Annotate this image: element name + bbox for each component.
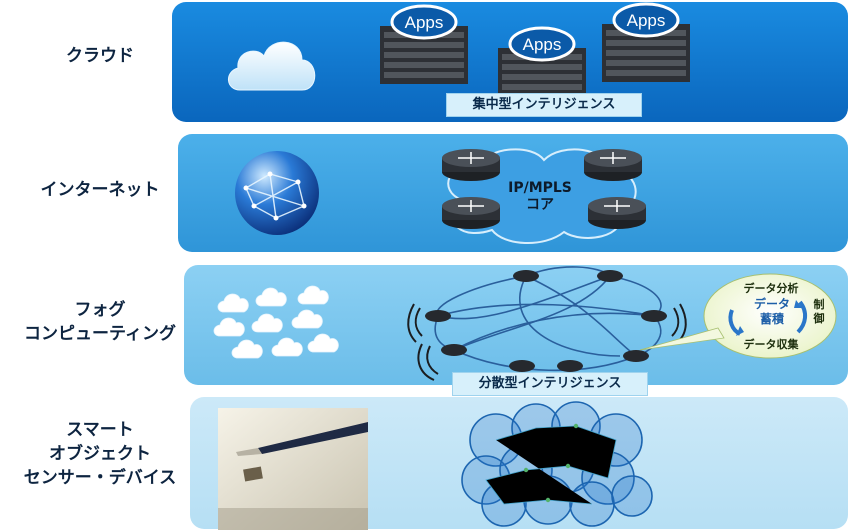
smart-layer-label: スマート オブジェクト センサー・デバイス: [0, 418, 200, 490]
data-storage-line1: データ: [753, 297, 790, 311]
cloud-icon: [228, 41, 316, 91]
router-icon-3: [442, 197, 500, 229]
data-storage-label: データ 蓄積: [742, 297, 802, 327]
distributed-intelligence-banner: 分散型インテリジェンス: [452, 372, 648, 396]
server-rack-3: Apps: [602, 2, 690, 82]
control-line1: 制: [813, 298, 825, 311]
fog-layer-label: フォグ コンピューティング: [0, 298, 200, 346]
data-collection-label: データ収集: [743, 338, 799, 351]
control-line2: 御: [813, 312, 825, 325]
apps-label-1: Apps: [405, 13, 444, 32]
smart-label-line3: センサー・デバイス: [23, 468, 177, 488]
data-analysis-label: データ分析: [743, 282, 799, 295]
data-cycle-bubble: [639, 273, 837, 359]
pen-sensor-photo: [218, 408, 368, 530]
smart-label-line2: オブジェクト: [49, 444, 151, 464]
apps-label-2: Apps: [523, 35, 562, 54]
globe-icon: [235, 151, 319, 235]
control-label: 制 御: [808, 298, 830, 326]
router-icon-2: [584, 149, 642, 181]
smart-label-line1: スマート: [66, 420, 134, 440]
router-icon-1: [442, 149, 500, 181]
sensor-mesh: [461, 401, 653, 527]
apps-label-3: Apps: [627, 11, 666, 30]
router-icon-4: [588, 197, 646, 229]
fog-clouds-icon: [213, 285, 339, 359]
mpls-core-label: IP/MPLS コア: [500, 180, 580, 214]
mpls-core-line1: IP/MPLS: [508, 180, 572, 196]
data-storage-line2: 蓄積: [759, 312, 784, 326]
mpls-core-line2: コア: [526, 197, 554, 213]
cloud-layer-label: クラウド: [66, 46, 134, 66]
server-rack-1: Apps: [380, 4, 468, 84]
centralized-intelligence-banner: 集中型インテリジェンス: [446, 93, 642, 117]
fog-label-line1: フォグ: [74, 300, 126, 320]
internet-layer-label: インターネット: [40, 180, 160, 200]
fog-label-line2: コンピューティング: [24, 324, 176, 344]
